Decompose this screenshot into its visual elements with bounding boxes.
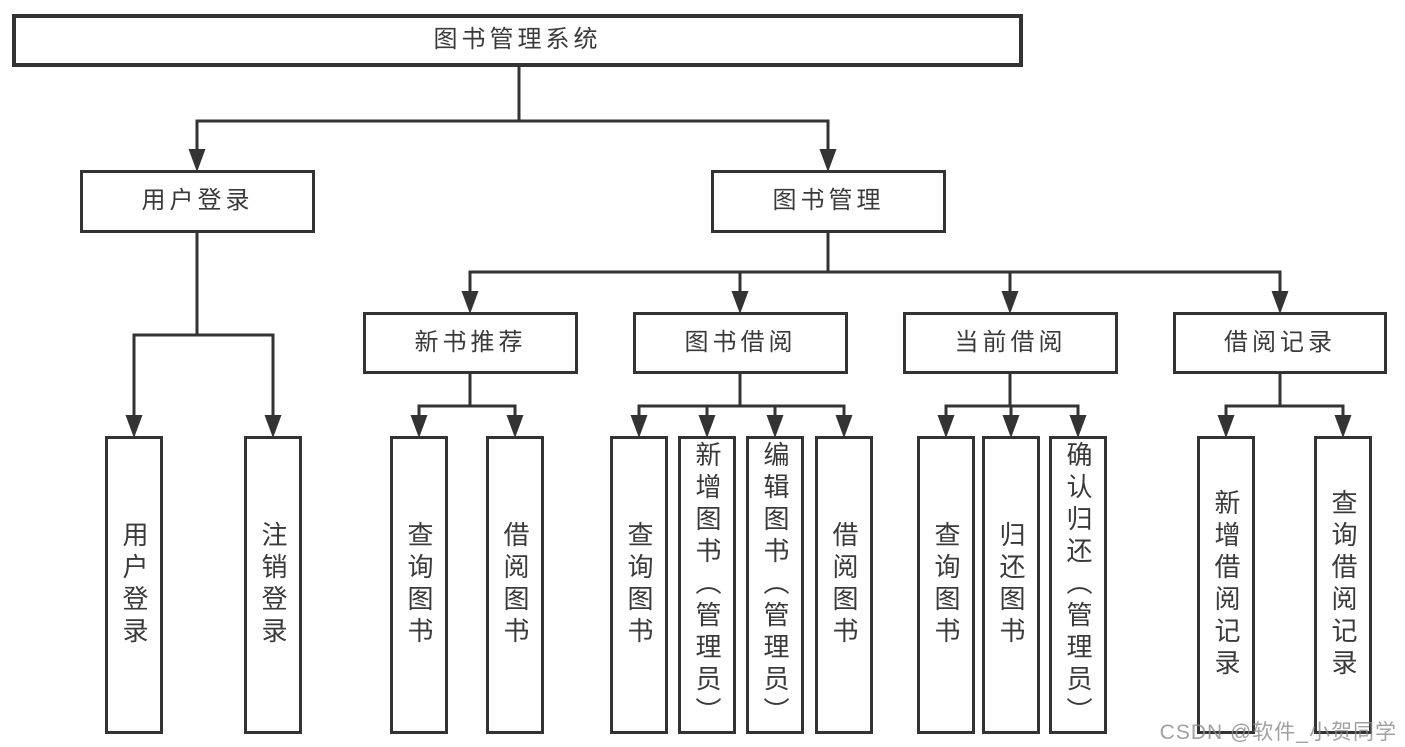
branch-borrowing-records-label: 借阅记录 bbox=[1224, 328, 1336, 356]
branch-borrowing-records: 借阅记录 bbox=[1173, 312, 1387, 374]
branch-user-login: 用户登录 bbox=[80, 170, 315, 233]
branch-book-borrowing: 图书借阅 bbox=[633, 312, 848, 374]
leaf-current-return-books-label: 归还图书 bbox=[996, 521, 1026, 649]
leaf-logout-label: 注销登录 bbox=[258, 521, 288, 649]
branch-book-management-label: 图书管理 bbox=[772, 187, 885, 215]
branch-new-book-recommendation: 新书推荐 bbox=[363, 312, 578, 374]
branch-user-login-label: 用户登录 bbox=[141, 187, 254, 215]
leaf-records-query-record: 查询借阅记录 bbox=[1314, 436, 1372, 734]
branch-book-borrowing-label: 图书借阅 bbox=[684, 328, 797, 356]
leaf-recommend-query-books: 查询图书 bbox=[390, 436, 448, 734]
branch-book-management: 图书管理 bbox=[711, 170, 946, 233]
leaf-records-add-record: 新增借阅记录 bbox=[1197, 436, 1255, 734]
branch-new-book-recommendation-label: 新书推荐 bbox=[414, 328, 527, 356]
leaf-user-login-label: 用户登录 bbox=[119, 521, 149, 649]
watermark: CSDN @软件_小贺同学 bbox=[1159, 721, 1397, 744]
leaf-recommend-borrow-books: 借阅图书 bbox=[486, 436, 544, 734]
leaf-records-query-record-label: 查询借阅记录 bbox=[1328, 489, 1358, 681]
leaf-logout: 注销登录 bbox=[244, 436, 302, 734]
leaf-borrowing-borrow-books-label: 借阅图书 bbox=[829, 521, 859, 649]
leaf-records-add-record-label: 新增借阅记录 bbox=[1211, 489, 1241, 681]
node-root-label: 图书管理系统 bbox=[433, 26, 602, 54]
leaf-current-confirm-return-admin-label: 确认归还（管理员） bbox=[1063, 441, 1093, 729]
leaf-borrowing-add-books-admin: 新增图书（管理员） bbox=[678, 436, 736, 734]
leaf-recommend-query-books-label: 查询图书 bbox=[404, 521, 434, 649]
node-root: 图书管理系统 bbox=[12, 14, 1023, 67]
leaf-current-return-books: 归还图书 bbox=[982, 436, 1040, 734]
leaf-borrowing-add-books-admin-label: 新增图书（管理员） bbox=[692, 441, 722, 729]
leaf-borrowing-edit-books-admin: 编辑图书（管理员） bbox=[746, 436, 804, 734]
leaf-borrowing-borrow-books: 借阅图书 bbox=[815, 436, 873, 734]
branch-current-borrowing: 当前借阅 bbox=[903, 312, 1118, 374]
leaf-borrowing-query-books-label: 查询图书 bbox=[624, 521, 654, 649]
leaf-borrowing-query-books: 查询图书 bbox=[610, 436, 668, 734]
leaf-recommend-borrow-books-label: 借阅图书 bbox=[500, 521, 530, 649]
branch-current-borrowing-label: 当前借阅 bbox=[954, 328, 1067, 356]
leaf-current-confirm-return-admin: 确认归还（管理员） bbox=[1049, 436, 1107, 734]
leaf-user-login: 用户登录 bbox=[105, 436, 163, 734]
leaf-current-query-books: 查询图书 bbox=[917, 436, 975, 734]
leaf-current-query-books-label: 查询图书 bbox=[931, 521, 961, 649]
leaf-borrowing-edit-books-admin-label: 编辑图书（管理员） bbox=[760, 441, 790, 729]
